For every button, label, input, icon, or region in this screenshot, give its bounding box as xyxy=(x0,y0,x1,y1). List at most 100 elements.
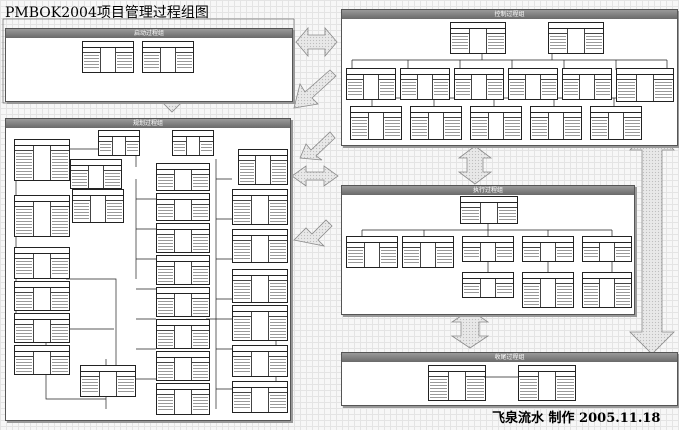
text-line xyxy=(52,307,68,308)
text-line xyxy=(464,286,479,287)
text-line xyxy=(192,207,208,208)
text-line xyxy=(177,64,192,65)
text-line xyxy=(542,88,556,89)
process-box xyxy=(616,68,674,102)
text-line xyxy=(437,256,452,257)
text-line xyxy=(192,374,208,375)
text-line xyxy=(234,359,250,360)
text-line xyxy=(270,334,286,335)
process-box xyxy=(156,351,210,381)
text-line xyxy=(16,168,32,169)
text-line xyxy=(270,404,286,405)
text-line xyxy=(84,61,99,62)
text-line xyxy=(445,120,460,121)
text-line xyxy=(144,58,159,59)
text-line xyxy=(117,64,132,65)
text-line xyxy=(270,218,286,219)
text-line xyxy=(158,237,174,238)
text-line xyxy=(158,213,174,214)
text-line xyxy=(270,209,286,210)
text-line xyxy=(177,55,192,56)
text-line xyxy=(158,278,174,279)
text-line xyxy=(16,270,32,271)
text-line xyxy=(270,203,286,204)
text-line xyxy=(234,215,250,216)
text-line xyxy=(584,292,598,293)
text-line xyxy=(158,243,174,244)
text-line xyxy=(462,213,479,214)
text-line xyxy=(240,166,254,167)
text-line xyxy=(557,295,572,296)
text-line xyxy=(625,129,640,130)
text-line xyxy=(234,218,250,219)
text-line xyxy=(52,304,68,305)
text-line xyxy=(564,91,578,92)
text-line xyxy=(118,388,134,389)
text-line xyxy=(52,301,68,302)
double-arrow-icon xyxy=(293,69,337,109)
controlling-group-header: 控制过程组 xyxy=(342,10,677,19)
text-line xyxy=(192,177,208,178)
text-line xyxy=(520,391,537,392)
text-line xyxy=(434,91,448,92)
process-box xyxy=(522,272,574,308)
text-line xyxy=(655,94,672,95)
process-box xyxy=(350,106,402,140)
double-arrow-icon xyxy=(291,165,339,187)
text-line xyxy=(456,82,470,83)
process-box xyxy=(156,193,210,221)
text-line xyxy=(616,286,630,287)
text-line xyxy=(82,382,98,383)
process-box xyxy=(346,68,396,100)
text-line xyxy=(234,203,250,204)
text-line xyxy=(430,382,447,383)
text-line xyxy=(16,264,32,265)
text-line xyxy=(16,307,32,308)
text-line xyxy=(464,256,479,257)
text-line xyxy=(234,404,250,405)
text-line xyxy=(464,253,479,254)
text-line xyxy=(117,67,132,68)
text-line xyxy=(412,120,427,121)
text-line xyxy=(272,181,286,182)
text-line xyxy=(16,333,32,334)
text-line xyxy=(385,126,400,127)
text-line xyxy=(510,91,524,92)
text-line xyxy=(192,313,208,314)
text-line xyxy=(557,298,572,299)
text-line xyxy=(497,289,512,290)
text-line xyxy=(472,126,487,127)
text-line xyxy=(655,97,672,98)
text-line xyxy=(52,371,68,372)
text-line xyxy=(532,123,547,124)
text-line xyxy=(430,391,447,392)
text-line xyxy=(192,216,208,217)
text-line xyxy=(381,250,396,251)
text-line xyxy=(240,163,254,164)
text-line xyxy=(107,218,122,219)
text-line xyxy=(524,253,539,254)
text-line xyxy=(445,135,460,136)
text-line xyxy=(144,55,159,56)
process-box xyxy=(470,106,522,140)
text-line xyxy=(240,181,254,182)
text-line xyxy=(270,249,286,250)
text-line xyxy=(380,88,394,89)
text-line xyxy=(52,177,68,178)
text-line xyxy=(100,150,112,151)
executing-process-group: 执行过程组 xyxy=(341,185,635,315)
text-line xyxy=(52,221,68,222)
text-line xyxy=(16,273,32,274)
text-line xyxy=(270,283,286,284)
text-line xyxy=(234,206,250,207)
author-credit: 飞泉流水 制作 2005.11.18 xyxy=(492,411,661,426)
text-line xyxy=(158,339,174,340)
text-line xyxy=(550,48,566,49)
text-line xyxy=(200,150,212,151)
text-line xyxy=(126,144,138,145)
text-line xyxy=(118,382,134,383)
text-line xyxy=(467,382,484,383)
text-line xyxy=(456,91,470,92)
text-line xyxy=(557,250,572,251)
text-line xyxy=(234,283,250,284)
